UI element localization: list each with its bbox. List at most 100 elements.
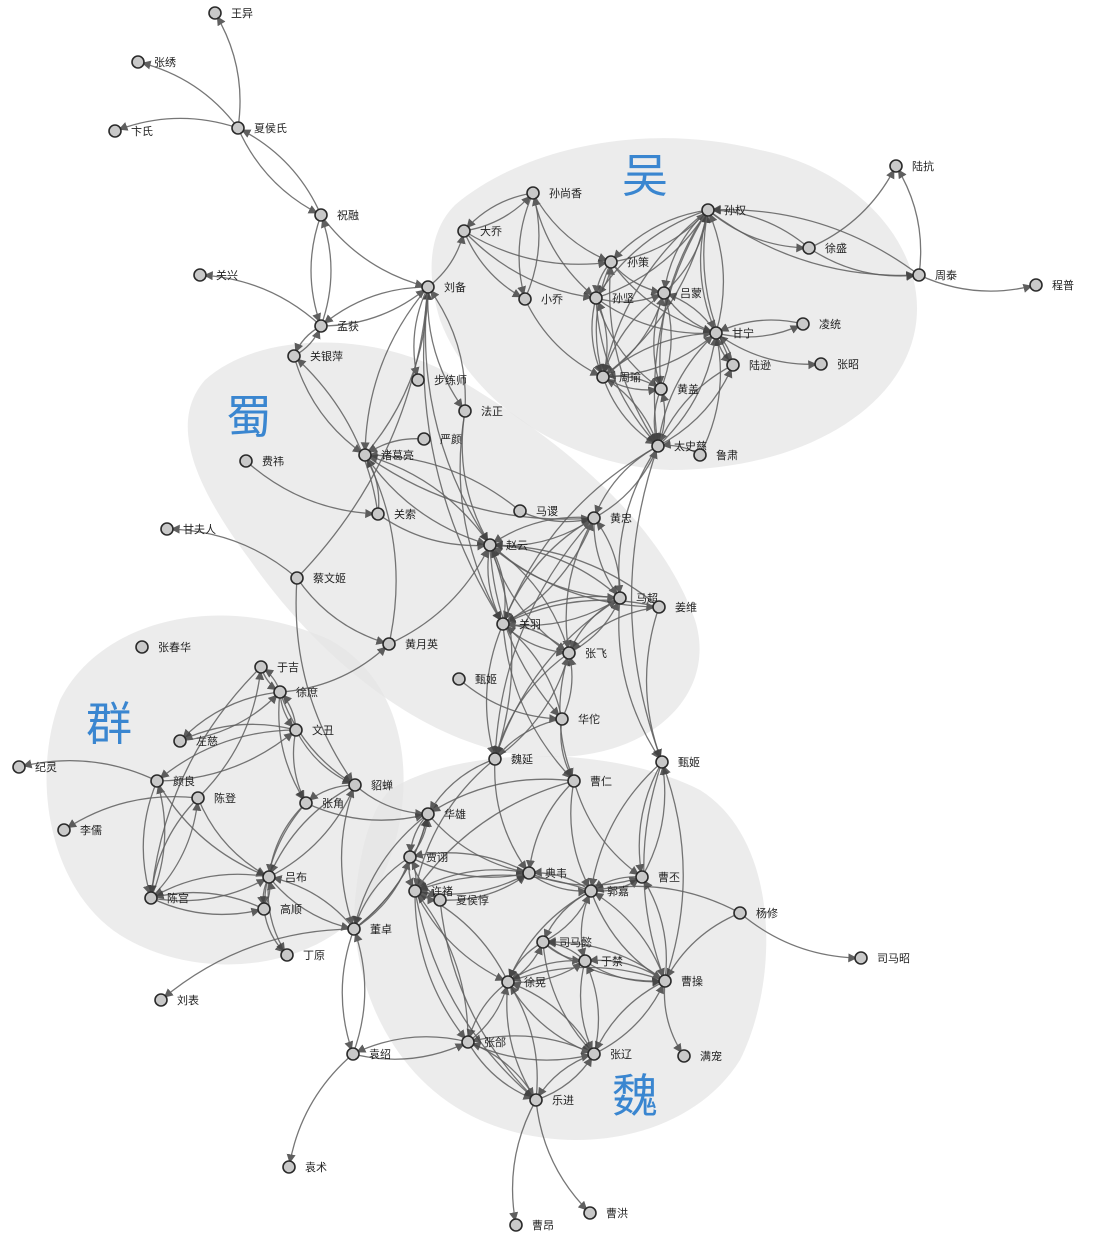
- character-node[interactable]: 步练师: [411, 373, 467, 387]
- node-circle[interactable]: [461, 1035, 475, 1049]
- character-node[interactable]: 华雄: [421, 807, 466, 821]
- node-circle[interactable]: [403, 850, 417, 864]
- node-circle[interactable]: [154, 993, 168, 1007]
- character-node[interactable]: 袁绍: [346, 1047, 391, 1061]
- character-node[interactable]: 吕布: [262, 870, 307, 884]
- character-node[interactable]: 孙权: [701, 203, 746, 217]
- node-circle[interactable]: [347, 922, 361, 936]
- character-node[interactable]: 黄月英: [382, 637, 438, 651]
- character-node[interactable]: 郭嘉: [584, 884, 629, 898]
- node-circle[interactable]: [160, 522, 174, 536]
- node-circle[interactable]: [483, 538, 497, 552]
- node-circle[interactable]: [912, 268, 926, 282]
- node-circle[interactable]: [314, 319, 328, 333]
- character-node[interactable]: 曹操: [658, 974, 703, 988]
- node-circle[interactable]: [131, 55, 145, 69]
- node-circle[interactable]: [382, 637, 396, 651]
- node-circle[interactable]: [589, 291, 603, 305]
- node-circle[interactable]: [57, 823, 71, 837]
- node-circle[interactable]: [583, 1206, 597, 1220]
- character-node[interactable]: 魏延: [488, 752, 533, 766]
- node-circle[interactable]: [709, 326, 723, 340]
- node-circle[interactable]: [173, 734, 187, 748]
- character-node[interactable]: 张昭: [814, 357, 859, 371]
- character-node[interactable]: 陈登: [191, 791, 236, 805]
- character-node[interactable]: 徐盛: [802, 241, 847, 255]
- character-node[interactable]: 马谡: [513, 504, 558, 518]
- node-circle[interactable]: [411, 373, 425, 387]
- character-node[interactable]: 法正: [458, 404, 503, 418]
- character-node[interactable]: 刘表: [154, 993, 199, 1007]
- character-node[interactable]: 曹丕: [635, 870, 680, 884]
- character-node[interactable]: 甄姬: [452, 672, 497, 686]
- node-circle[interactable]: [889, 159, 903, 173]
- character-node[interactable]: 程普: [1029, 278, 1074, 292]
- node-circle[interactable]: [496, 617, 510, 631]
- character-node[interactable]: 姜维: [652, 600, 697, 614]
- character-node[interactable]: 乐进: [529, 1093, 574, 1107]
- character-node[interactable]: 凌统: [796, 317, 841, 331]
- node-circle[interactable]: [796, 317, 810, 331]
- character-node[interactable]: 大乔: [457, 224, 502, 238]
- character-node[interactable]: 左慈: [173, 734, 218, 748]
- node-circle[interactable]: [501, 975, 515, 989]
- character-node[interactable]: 关银萍: [287, 349, 343, 363]
- character-node[interactable]: 张辽: [587, 1047, 632, 1061]
- node-circle[interactable]: [452, 672, 466, 686]
- node-circle[interactable]: [371, 507, 385, 521]
- character-node[interactable]: 周泰: [912, 268, 957, 282]
- character-node[interactable]: 孙坚: [589, 291, 634, 305]
- character-node[interactable]: 夏侯惇: [433, 893, 489, 907]
- node-circle[interactable]: [314, 208, 328, 222]
- node-circle[interactable]: [726, 358, 740, 372]
- character-node[interactable]: 司马懿: [536, 935, 592, 949]
- node-circle[interactable]: [635, 870, 649, 884]
- character-node[interactable]: 曹洪: [583, 1206, 628, 1220]
- node-circle[interactable]: [150, 774, 164, 788]
- character-node[interactable]: 陆逊: [726, 358, 771, 372]
- node-circle[interactable]: [587, 511, 601, 525]
- character-node[interactable]: 刘备: [421, 280, 466, 294]
- character-node[interactable]: 袁术: [282, 1160, 327, 1174]
- node-circle[interactable]: [814, 357, 828, 371]
- character-node[interactable]: 于吉: [254, 660, 299, 674]
- node-circle[interactable]: [193, 268, 207, 282]
- character-node[interactable]: 孙尚香: [526, 186, 582, 200]
- character-node[interactable]: 徐晃: [501, 975, 546, 989]
- character-node[interactable]: 张春华: [135, 640, 191, 654]
- character-node[interactable]: 孟获: [314, 319, 359, 333]
- character-node[interactable]: 许褚: [408, 884, 453, 898]
- character-node[interactable]: 貂蝉: [348, 778, 393, 792]
- node-circle[interactable]: [208, 6, 222, 20]
- node-circle[interactable]: [1029, 278, 1043, 292]
- node-circle[interactable]: [509, 1218, 523, 1232]
- character-node[interactable]: 张郃: [461, 1035, 506, 1049]
- node-circle[interactable]: [658, 974, 672, 988]
- character-node[interactable]: 甘夫人: [160, 522, 216, 536]
- character-node[interactable]: 纪灵: [12, 760, 57, 774]
- character-node[interactable]: 曹仁: [567, 774, 612, 788]
- character-node[interactable]: 黄忠: [587, 511, 632, 525]
- character-node[interactable]: 徐庶: [273, 685, 318, 699]
- character-node[interactable]: 小乔: [518, 292, 563, 306]
- node-circle[interactable]: [677, 1049, 691, 1063]
- character-node[interactable]: 鲁肃: [693, 448, 738, 462]
- character-node[interactable]: 王异: [208, 6, 253, 20]
- character-node[interactable]: 曹昂: [509, 1218, 554, 1232]
- node-circle[interactable]: [536, 935, 550, 949]
- character-node[interactable]: 祝融: [314, 208, 359, 222]
- node-circle[interactable]: [458, 404, 472, 418]
- node-circle[interactable]: [604, 255, 618, 269]
- character-node[interactable]: 卞氏: [108, 124, 153, 138]
- character-node[interactable]: 陆抗: [889, 159, 934, 173]
- character-node[interactable]: 赵云: [483, 538, 528, 552]
- character-node[interactable]: 丁原: [280, 948, 325, 962]
- node-circle[interactable]: [733, 906, 747, 920]
- character-node[interactable]: 孙策: [604, 255, 649, 269]
- character-node[interactable]: 颜良: [150, 774, 195, 788]
- character-node[interactable]: 于禁: [578, 954, 623, 968]
- node-circle[interactable]: [529, 1093, 543, 1107]
- character-node[interactable]: 吕蒙: [657, 286, 702, 300]
- character-node[interactable]: 诸葛亮: [358, 448, 414, 462]
- character-node[interactable]: 甄姬: [655, 755, 700, 769]
